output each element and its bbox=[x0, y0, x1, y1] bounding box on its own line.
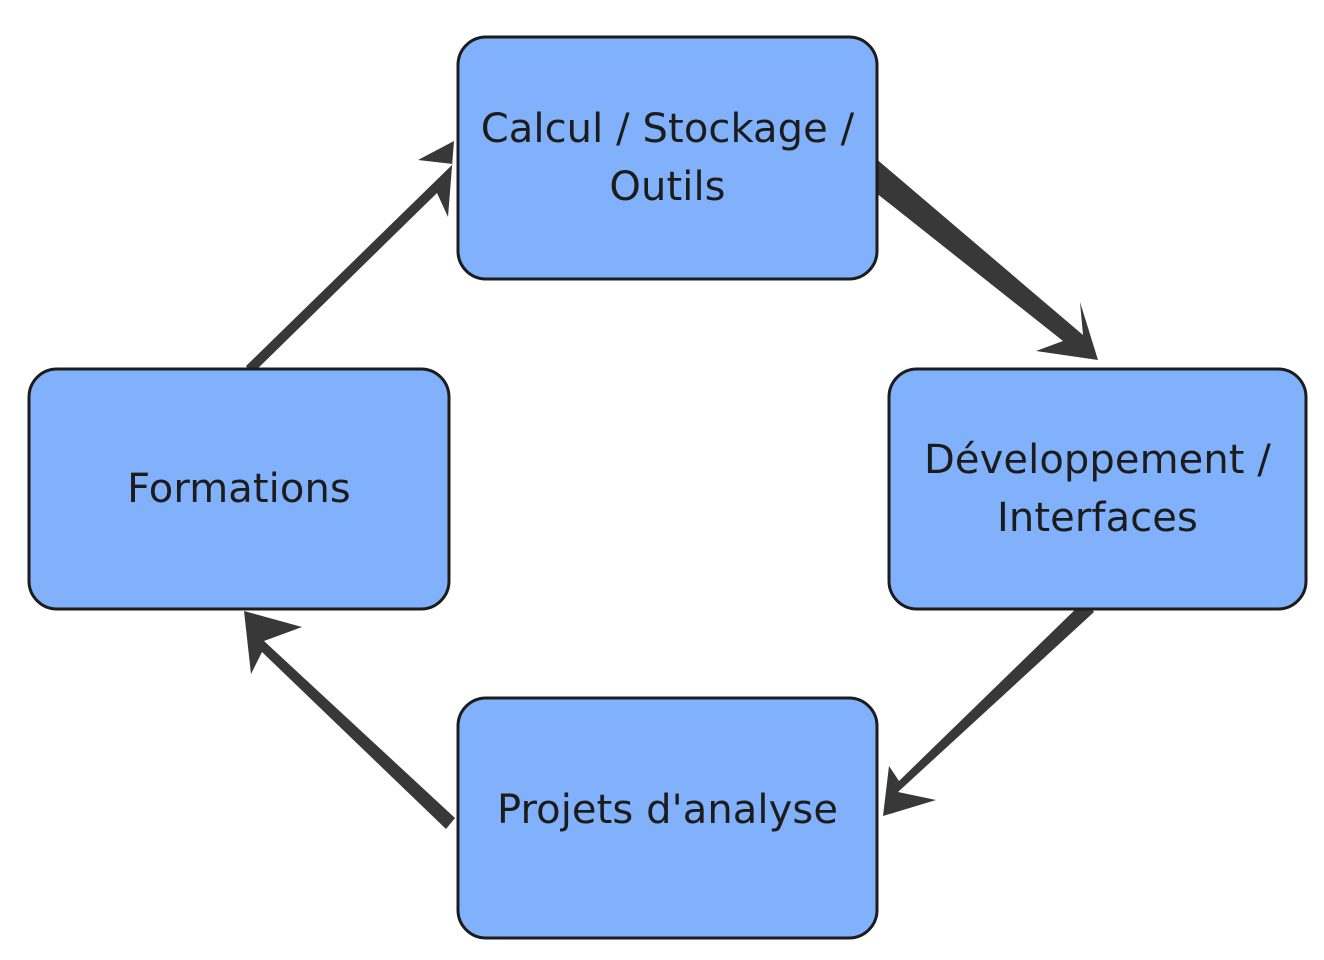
edge-training-to-compute[interactable] bbox=[246, 141, 454, 375]
edge-compute-to-dev-arrow bbox=[861, 157, 1098, 360]
edge-dev-to-projects-arrow bbox=[883, 600, 1094, 816]
edge-dev-to-projects[interactable] bbox=[883, 600, 1094, 816]
node-projets-danalyse[interactable]: Projets d'analyse bbox=[457, 697, 878, 939]
node-compute-shape bbox=[456, 35, 879, 281]
node-outline-layer bbox=[27, 35, 1308, 940]
node-formations-label: Formations bbox=[127, 466, 351, 512]
node-projects-shape bbox=[456, 696, 879, 940]
edge-training-to-compute-arrow bbox=[246, 141, 454, 375]
node-developpement-interfaces[interactable]: Développement / Interfaces bbox=[888, 368, 1307, 610]
edge-compute-to-dev[interactable] bbox=[861, 157, 1098, 360]
node-formations[interactable]: Formations bbox=[28, 368, 450, 610]
edge-projects-to-training-arrow bbox=[244, 611, 455, 829]
node-dev-shape bbox=[887, 367, 1308, 611]
edge-projects-to-training[interactable] bbox=[244, 611, 455, 829]
node-projets-danalyse-label: Projets d'analyse bbox=[496, 787, 839, 833]
node-developpement-interfaces-label: Développement / Interfaces bbox=[924, 437, 1271, 541]
node-training-shape bbox=[27, 367, 451, 611]
node-calcul-stockage-outils[interactable]: Calcul / Stockage / Outils bbox=[457, 36, 878, 280]
node-calcul-stockage-outils-label: Calcul / Stockage / Outils bbox=[480, 106, 855, 210]
